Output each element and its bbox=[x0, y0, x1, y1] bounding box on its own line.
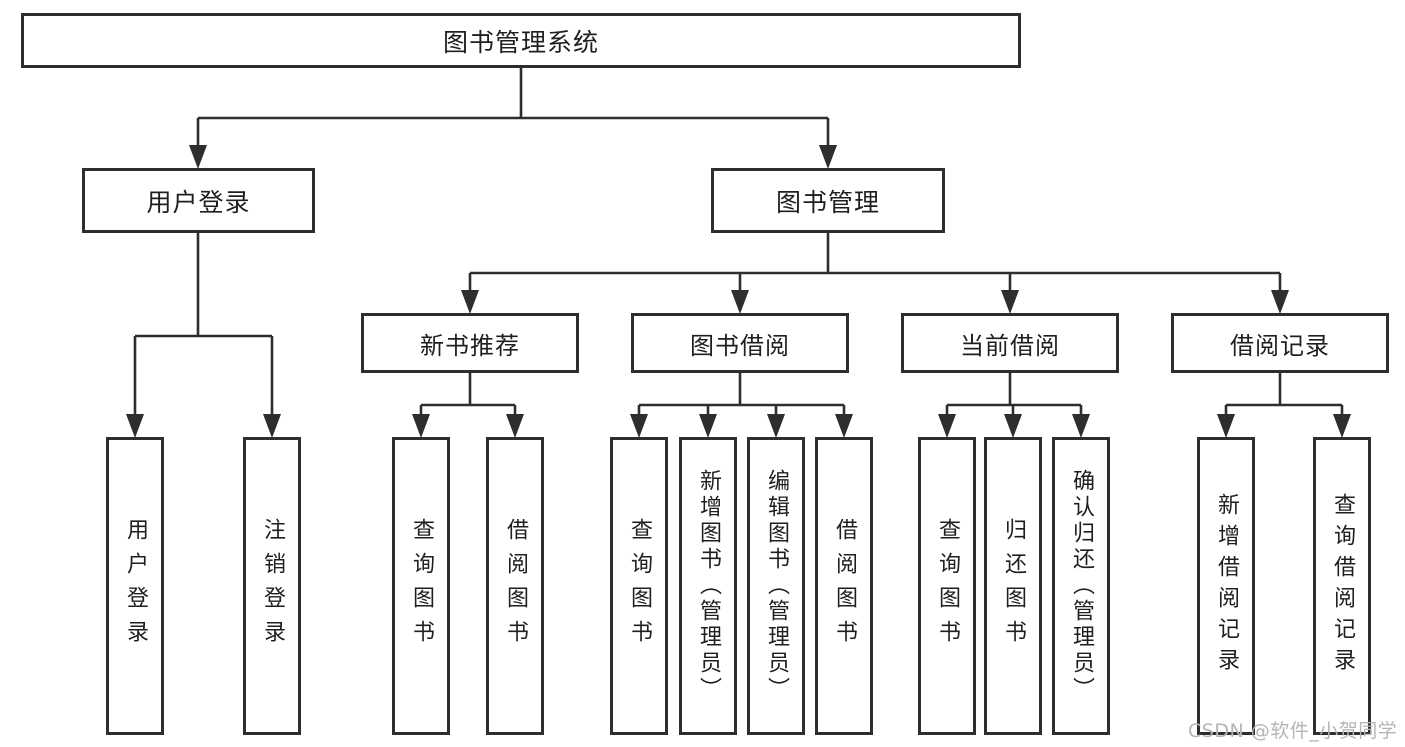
node-label: 新书推荐 bbox=[420, 331, 520, 360]
leaf-borrow-books: 借阅图书 bbox=[815, 437, 873, 735]
node-label: 新增借阅记录 bbox=[1214, 493, 1239, 679]
leaf-query-books-current: 查询图书 bbox=[918, 437, 976, 735]
leaf-logout: 注销登录 bbox=[243, 437, 301, 735]
arrow-down-icon bbox=[1072, 414, 1090, 438]
node-library-management-system: 图书管理系统 bbox=[21, 13, 1021, 68]
leaf-add-borrow-record: 新增借阅记录 bbox=[1197, 437, 1255, 735]
node-label: 查询借阅记录 bbox=[1330, 493, 1355, 679]
node-label: 注销登录 bbox=[260, 518, 285, 654]
leaf-query-books-recommend: 查询图书 bbox=[392, 437, 450, 735]
node-user-login: 用户登录 bbox=[82, 168, 315, 233]
arrow-down-icon bbox=[126, 414, 144, 438]
node-label: 当前借阅 bbox=[960, 331, 1060, 360]
node-label: 借阅图书 bbox=[503, 518, 528, 654]
watermark: CSDN @软件_小贺同学 bbox=[1188, 720, 1398, 742]
node-label: 查询图书 bbox=[935, 518, 960, 654]
arrow-down-icon bbox=[731, 290, 749, 314]
arrow-down-icon bbox=[1333, 414, 1351, 438]
arrow-down-icon bbox=[189, 145, 207, 169]
connector-root bbox=[196, 68, 830, 148]
node-label: 图书借阅 bbox=[690, 331, 790, 360]
arrow-down-icon bbox=[699, 414, 717, 438]
leaf-query-borrow-record: 查询借阅记录 bbox=[1313, 437, 1371, 735]
arrow-down-icon bbox=[506, 414, 524, 438]
node-new-book-recommend: 新书推荐 bbox=[361, 313, 579, 373]
arrow-down-icon bbox=[630, 414, 648, 438]
arrow-down-icon bbox=[938, 414, 956, 438]
node-label: 查询图书 bbox=[627, 518, 652, 654]
connector-new-book bbox=[419, 373, 517, 417]
node-current-borrow: 当前借阅 bbox=[901, 313, 1119, 373]
leaf-user-login: 用户登录 bbox=[106, 437, 164, 735]
leaf-return-book: 归还图书 bbox=[984, 437, 1042, 735]
leaf-confirm-return-admin: 确认归还（管理员） bbox=[1052, 437, 1110, 735]
connector-book-management bbox=[468, 233, 1282, 293]
arrow-down-icon bbox=[1271, 290, 1289, 314]
node-label: 图书管理系统 bbox=[442, 27, 599, 57]
node-book-borrow: 图书借阅 bbox=[631, 313, 849, 373]
arrow-down-icon bbox=[819, 145, 837, 169]
arrow-down-icon bbox=[1217, 414, 1235, 438]
node-borrow-records: 借阅记录 bbox=[1171, 313, 1389, 373]
connector-borrow-records bbox=[1224, 373, 1344, 417]
leaf-borrow-books-recommend: 借阅图书 bbox=[486, 437, 544, 735]
arrow-down-icon bbox=[835, 414, 853, 438]
node-label: 查询图书 bbox=[409, 518, 434, 654]
node-book-management: 图书管理 bbox=[711, 168, 945, 233]
node-label: 归还图书 bbox=[1001, 518, 1026, 654]
node-label: 用户登录 bbox=[146, 187, 251, 217]
arrow-down-icon bbox=[412, 414, 430, 438]
leaf-edit-book-admin: 编辑图书（管理员） bbox=[747, 437, 805, 735]
node-label: 编辑图书（管理员） bbox=[764, 469, 789, 703]
arrow-down-icon bbox=[461, 290, 479, 314]
node-label: 借阅记录 bbox=[1230, 331, 1330, 360]
node-label: 借阅图书 bbox=[832, 518, 857, 654]
connector-current-borrow bbox=[945, 373, 1083, 417]
arrow-down-icon bbox=[1001, 290, 1019, 314]
connector-user-login bbox=[133, 233, 274, 417]
node-label: 新增图书（管理员） bbox=[696, 469, 721, 703]
connector-book-borrow bbox=[637, 373, 846, 417]
node-label: 图书管理 bbox=[775, 187, 880, 217]
leaf-query-books-borrow: 查询图书 bbox=[610, 437, 668, 735]
arrow-down-icon bbox=[767, 414, 785, 438]
leaf-add-book-admin: 新增图书（管理员） bbox=[679, 437, 737, 735]
node-label: 确认归还（管理员） bbox=[1069, 469, 1094, 703]
node-label: 用户登录 bbox=[123, 518, 148, 654]
arrow-down-icon bbox=[1004, 414, 1022, 438]
arrow-down-icon bbox=[263, 414, 281, 438]
